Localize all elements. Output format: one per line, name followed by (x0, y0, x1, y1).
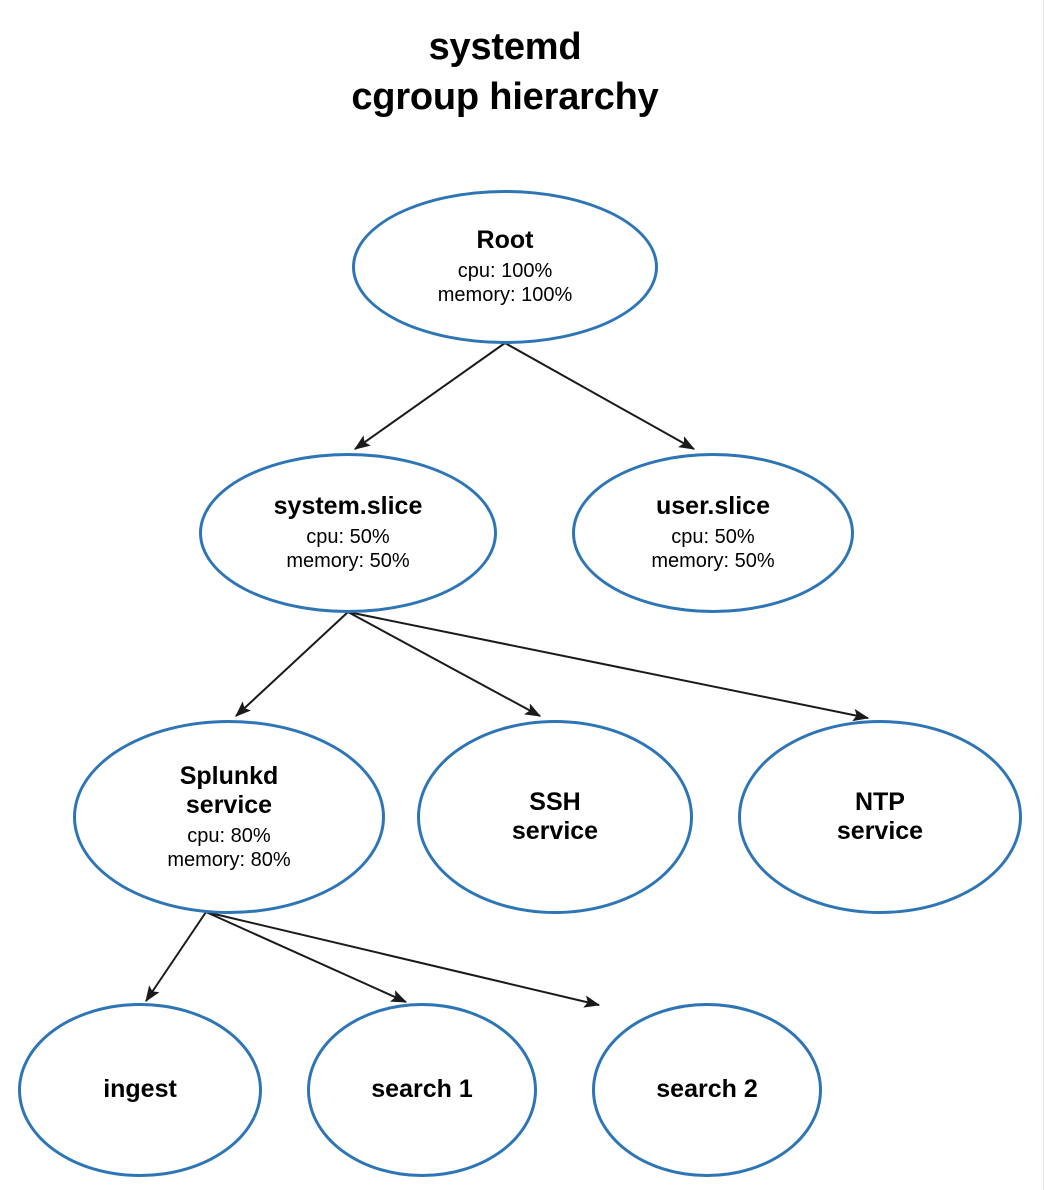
edge-root-to-system-slice (354, 342, 506, 450)
node-metric: memory: 50% (286, 550, 410, 573)
node-label: search 2 (656, 1075, 758, 1104)
node-metric: cpu: 50% (671, 525, 755, 548)
node-metrics: cpu: 50%memory: 50% (286, 525, 409, 574)
edge-system-slice-to-ntp-service (347, 611, 870, 722)
node-label: Root (476, 226, 534, 255)
node-metrics: cpu: 50%memory: 50% (651, 525, 774, 574)
node-label: NTP service (836, 787, 924, 846)
node-ssh-service[interactable]: SSH service (417, 720, 693, 914)
node-label: Splunkd service (179, 761, 279, 820)
edge-splunkd-service-to-search-2 (205, 911, 601, 1008)
node-metrics: cpu: 100%memory: 100% (438, 259, 573, 308)
node-search-1[interactable]: search 1 (307, 1003, 537, 1177)
edge-system-slice-to-splunkd-service (235, 611, 349, 717)
node-metrics: cpu: 80%memory: 80% (167, 824, 290, 873)
node-metric: cpu: 100% (457, 259, 553, 282)
edge-system-slice-to-ssh-service (347, 611, 542, 717)
node-label: user.slice (656, 492, 770, 521)
edge-splunkd-service-to-search-1 (205, 911, 408, 1003)
edges-group (145, 342, 870, 1008)
node-metric: memory: 50% (651, 550, 775, 573)
edge-splunkd-service-to-ingest (145, 911, 207, 1002)
node-search-2[interactable]: search 2 (592, 1003, 822, 1177)
node-metric: memory: 80% (167, 849, 291, 871)
node-system-slice[interactable]: system.slice cpu: 50%memory: 50% (199, 453, 497, 613)
node-metric: memory: 100% (437, 284, 573, 307)
node-user-slice[interactable]: user.slice cpu: 50%memory: 50% (572, 453, 854, 613)
node-ntp-service[interactable]: NTP service (738, 720, 1022, 914)
node-label: search 1 (371, 1075, 473, 1104)
node-label: ingest (103, 1075, 177, 1104)
node-metric: cpu: 80% (187, 824, 271, 847)
page-title: systemd cgroup hierarchy (0, 22, 1010, 122)
page-title-line-2: cgroup hierarchy (351, 76, 659, 119)
node-ingest[interactable]: ingest (18, 1003, 262, 1177)
node-root[interactable]: Root cpu: 100%memory: 100% (352, 190, 658, 344)
node-metric: cpu: 50% (306, 525, 390, 548)
node-label: SSH service (511, 787, 599, 846)
node-label: system.slice (273, 492, 423, 521)
page-title-line-1: systemd (428, 26, 582, 68)
edge-root-to-user-slice (504, 342, 696, 450)
